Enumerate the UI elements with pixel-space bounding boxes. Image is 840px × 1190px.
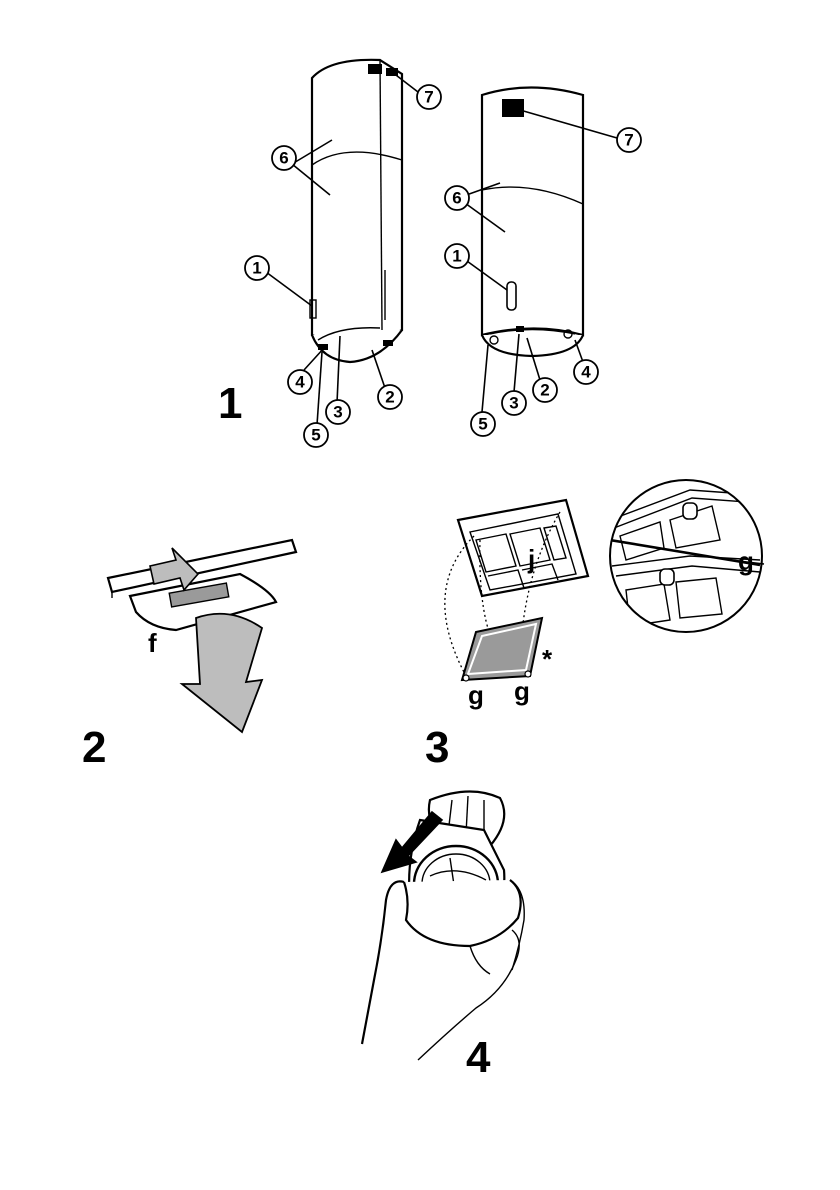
svg-text:5: 5 — [311, 426, 320, 445]
latch-icon — [660, 569, 674, 585]
grille-icon — [502, 99, 524, 117]
callout-6: 6 — [445, 186, 469, 210]
svg-text:1: 1 — [252, 259, 261, 278]
svg-text:1: 1 — [452, 247, 461, 266]
svg-text:6: 6 — [452, 189, 461, 208]
callout-4: 4 — [574, 360, 598, 384]
svg-text:3: 3 — [509, 394, 518, 413]
callout-6: 6 — [272, 146, 296, 170]
svg-text:6: 6 — [279, 149, 288, 168]
label-g-left: g — [468, 680, 484, 710]
figure3-hood-base — [458, 500, 588, 596]
svg-text:4: 4 — [581, 363, 591, 382]
callout-5: 5 — [471, 412, 495, 436]
callout-7: 7 — [617, 128, 641, 152]
callout-1: 1 — [445, 244, 469, 268]
callout-7: 7 — [417, 85, 441, 109]
right-hood — [482, 88, 583, 357]
step-number-1: 1 — [218, 379, 242, 428]
callout-3: 3 — [326, 400, 350, 424]
svg-text:4: 4 — [295, 373, 305, 392]
svg-text:2: 2 — [540, 381, 549, 400]
svg-text:7: 7 — [424, 88, 433, 107]
callout-1: 1 — [245, 256, 269, 280]
callout-4: 4 — [288, 370, 312, 394]
step-number-2: 2 — [82, 723, 106, 772]
svg-text:5: 5 — [478, 415, 487, 434]
latch-icon — [683, 503, 697, 519]
label-f: f — [148, 628, 157, 658]
svg-text:2: 2 — [385, 388, 394, 407]
label-g-detail: g — [738, 546, 754, 576]
hands — [362, 880, 524, 1060]
callout-2: 2 — [533, 378, 557, 402]
pull-down-arrow-icon — [182, 614, 262, 732]
label-g-right: g — [514, 676, 530, 706]
label-asterisk: * — [542, 644, 553, 674]
svg-text:7: 7 — [624, 131, 633, 150]
step-number-3: 3 — [425, 723, 449, 772]
callout-5: 5 — [304, 423, 328, 447]
callout-3: 3 — [502, 391, 526, 415]
svg-text:3: 3 — [333, 403, 342, 422]
callout-2: 2 — [378, 385, 402, 409]
label-j: j — [527, 544, 535, 574]
left-hood — [310, 60, 402, 362]
step-number-4: 4 — [466, 1033, 491, 1082]
grille-icon — [368, 64, 382, 74]
grease-filter — [462, 618, 542, 681]
